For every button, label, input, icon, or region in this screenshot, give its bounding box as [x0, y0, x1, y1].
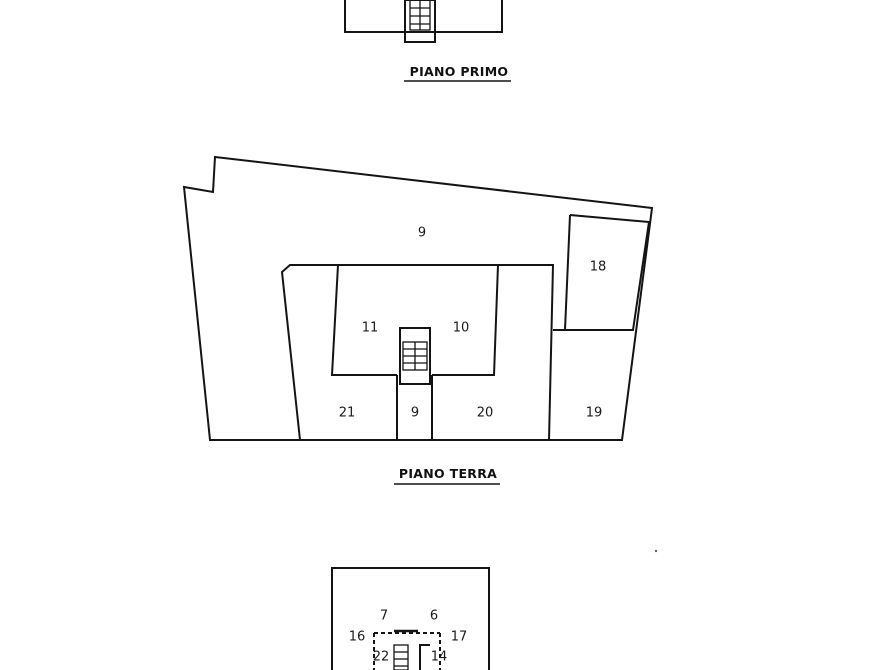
first-floor-plan	[344, 0, 503, 43]
room-label-6: 6	[430, 609, 438, 624]
ground-floor-title: PIANO TERRA	[399, 466, 497, 481]
room-label-18: 18	[590, 260, 607, 275]
room-label-21: 21	[339, 406, 356, 421]
room-label-20: 20	[477, 406, 494, 421]
scan-speck	[654, 549, 658, 553]
room-label-22: 22	[373, 650, 390, 665]
room-label-9-corridor: 9	[411, 406, 419, 421]
room-label-10: 10	[453, 321, 470, 336]
room-label-19: 19	[586, 406, 603, 421]
ground-floor-plan	[182, 155, 654, 441]
room-label-7: 7	[380, 609, 388, 624]
room-label-16: 16	[349, 630, 366, 645]
basement-plan	[331, 567, 490, 670]
room-label-11: 11	[362, 321, 379, 336]
first-floor-title: PIANO PRIMO	[410, 64, 509, 79]
room-label-14: 14	[431, 650, 448, 665]
room-label-17: 17	[451, 630, 468, 645]
room-label-9-top: 9	[418, 226, 426, 241]
